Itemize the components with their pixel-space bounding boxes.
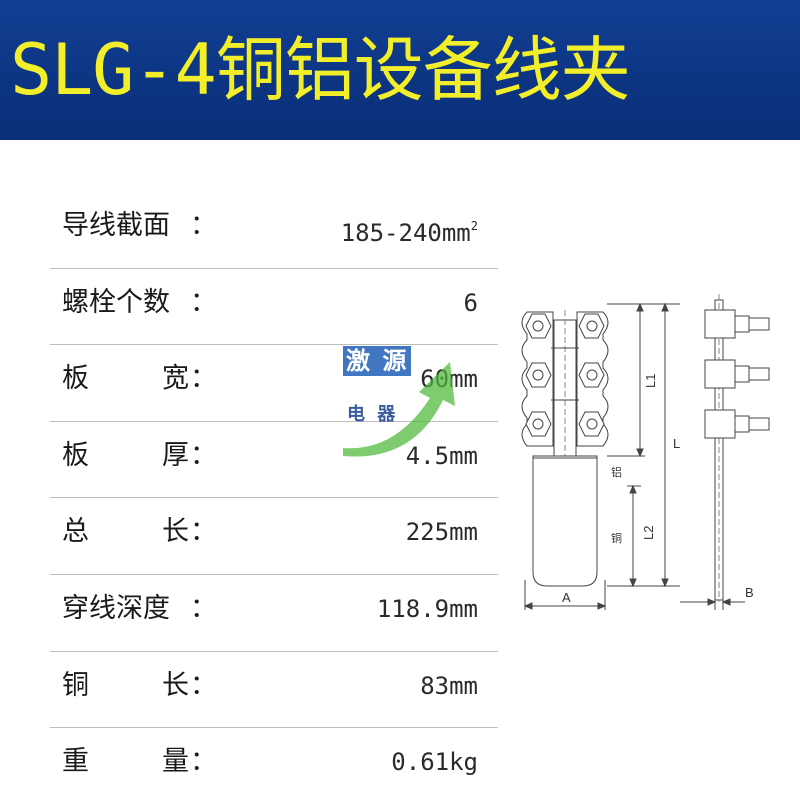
green-arrow-icon (343, 362, 455, 457)
spec-unit: mm (441, 219, 471, 247)
spec-table: 导线截面：185-240mm2螺栓个数：6板宽：60mm板厚：4.5mm总长：2… (50, 192, 498, 805)
spec-colon: ： (190, 746, 217, 778)
spec-number: 225 (405, 518, 450, 547)
spec-value: 185-240mm2 (341, 206, 478, 253)
spec-label-char: 量 (162, 746, 189, 778)
spec-value: 4.5mm (406, 436, 478, 476)
spec-colon: ： (190, 286, 217, 318)
spec-label-char: 总 (62, 516, 89, 548)
spec-value: 6 (464, 283, 478, 323)
spec-row: 导线截面 ： 185-240mm2 (50, 192, 498, 269)
spec-number: 83 (420, 671, 450, 700)
spec-row: 板厚：4.5mm (50, 422, 498, 499)
spec-row: 重量：0.61kg (50, 728, 498, 805)
title-banner: SLG-4铜铝设备线夹 (0, 0, 800, 140)
spec-colon: ： (190, 439, 217, 471)
aluminum-label: 铝 (611, 465, 622, 479)
spec-unit: kg (449, 748, 478, 777)
bolt-icon (525, 313, 605, 437)
dim-label-a: A (562, 590, 571, 605)
spec-number: 6 (463, 288, 478, 317)
spec-value: 83mm (420, 666, 478, 706)
dim-label-b: B (745, 585, 754, 600)
spec-label: 导线截面 (62, 210, 170, 241)
spec-value: 225mm (406, 512, 478, 552)
spec-value: 118.9mm (377, 589, 478, 629)
spec-unit: mm (449, 518, 478, 547)
spec-number: 4.5 (405, 441, 450, 470)
spec-label: 板厚 (62, 436, 189, 476)
spec-row: 穿线深度 ： 118.9mm (50, 575, 498, 652)
front-view (521, 302, 680, 610)
clamp-diagram: A L B L1 L2 铝 铜 (521, 294, 770, 610)
watermark-text-bottom: 电 器 (347, 404, 399, 425)
spec-label-char: 长 (162, 669, 189, 701)
spec-number: 185-240 (340, 219, 442, 247)
spec-label: 穿线深度 (62, 592, 170, 624)
page-title: SLG-4铜铝设备线夹 (10, 29, 631, 111)
side-view (680, 294, 770, 610)
spec-unit: mm (449, 365, 478, 394)
spec-label-char: 重 (62, 746, 89, 778)
spec-label: 螺栓个数 (62, 286, 170, 318)
spec-colon: ： (190, 363, 217, 395)
spec-unit: mm (449, 441, 478, 470)
spec-row: 总长：225mm (50, 498, 498, 575)
spec-number: 0.61 (391, 748, 450, 777)
spec-label: 总长 (62, 512, 189, 552)
dim-label-l2: L2 (641, 526, 656, 540)
spec-colon: ： (190, 669, 217, 701)
copper-label: 铜 (611, 531, 622, 545)
dim-label-l1: L1 (643, 374, 658, 388)
spec-label: 板宽 (62, 359, 189, 399)
spec-label: 铜长 (62, 666, 189, 706)
spec-label-char: 板 (62, 363, 89, 395)
watermark-logo: 激 源 电 器 (335, 340, 465, 465)
spec-label-char: 长 (162, 516, 189, 548)
spec-label-char: 板 (62, 439, 89, 471)
watermark-text-top: 激 源 (343, 346, 412, 376)
spec-colon: ： (190, 592, 217, 624)
spec-colon: ： (190, 516, 217, 548)
spec-unit-superscript: 2 (470, 219, 478, 233)
spec-label-char: 宽 (162, 363, 189, 395)
spec-row: 铜长：83mm (50, 652, 498, 729)
spec-label-char: 厚 (162, 439, 189, 471)
spec-number: 118.9 (376, 594, 450, 623)
spec-colon: ： (190, 210, 217, 241)
dim-label-l: L (673, 436, 680, 451)
spec-row: 螺栓个数 ： 6 (50, 269, 498, 346)
spec-unit: mm (449, 594, 478, 623)
spec-label: 重量 (62, 742, 189, 782)
spec-value: 0.61kg (391, 742, 478, 782)
spec-unit: mm (449, 671, 478, 700)
spec-label-char: 铜 (62, 669, 89, 701)
